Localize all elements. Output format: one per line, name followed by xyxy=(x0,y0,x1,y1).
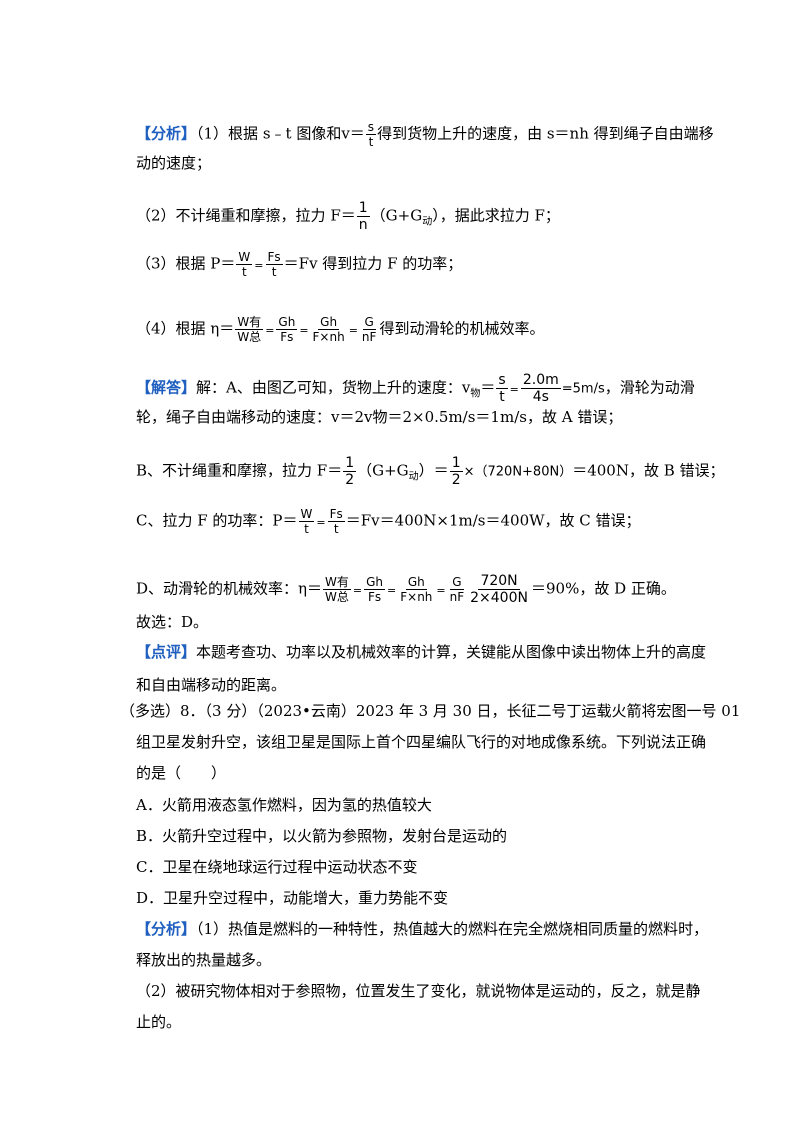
solution-line-a2: 轮，绳子自由端移动的速度：v＝2v物＝2×0.5m/s＝1m/s，故 A 错误； xyxy=(136,408,623,426)
analysis2-line-4: 止的。 xyxy=(136,1013,182,1031)
comment-tag: 【点评】 xyxy=(136,643,197,661)
question-8-line-1: （多选）8．（3 分）（2023•云南）2023 年 3 月 30 日，长征二号… xyxy=(120,702,741,720)
analysis2-line-2: 释放出的热量越多。 xyxy=(136,951,272,969)
option-b: B．火箭升空过程中，以火箭为参照物，发射台是运动的 xyxy=(136,827,508,845)
option-a: A．火箭用液态氢作燃料，因为氢的热值较大 xyxy=(136,796,432,814)
comment-line-1: 【点评】本题考查功、功率以及机械效率的计算，关键能从图像中读出物体上升的高度 xyxy=(136,643,707,661)
option-c: C．卫星在绕地球运行过程中运动状态不变 xyxy=(136,858,418,876)
analysis2-line-3: （2）被研究物体相对于参照物，位置发生了变化，就说物体是运动的，反之，就是静 xyxy=(136,982,701,1000)
solution-tag: 【解答】 xyxy=(136,378,197,397)
analysis-tag: 【分析】 xyxy=(136,124,197,143)
question-8-line-3: 的是（ ） xyxy=(136,764,227,782)
solution-choice: 故选：D。 xyxy=(136,613,209,631)
option-d: D．卫星升空过程中，动能增大，重力势能不变 xyxy=(136,889,449,907)
analysis2-line-1: 【分析】（1）热值是燃料的一种特性，热值越大的燃料在完全燃烧相同质量的燃料时， xyxy=(136,920,709,938)
analysis-line-2: 动的速度； xyxy=(136,154,212,172)
analysis-tag: 【分析】 xyxy=(136,920,197,938)
comment-line-2: 和自由端移动的距离。 xyxy=(136,676,287,694)
question-8-line-2: 组卫星发射升空，该组卫星是国际上首个四星编队飞行的对地成像系统。下列说法正确 xyxy=(136,733,707,751)
